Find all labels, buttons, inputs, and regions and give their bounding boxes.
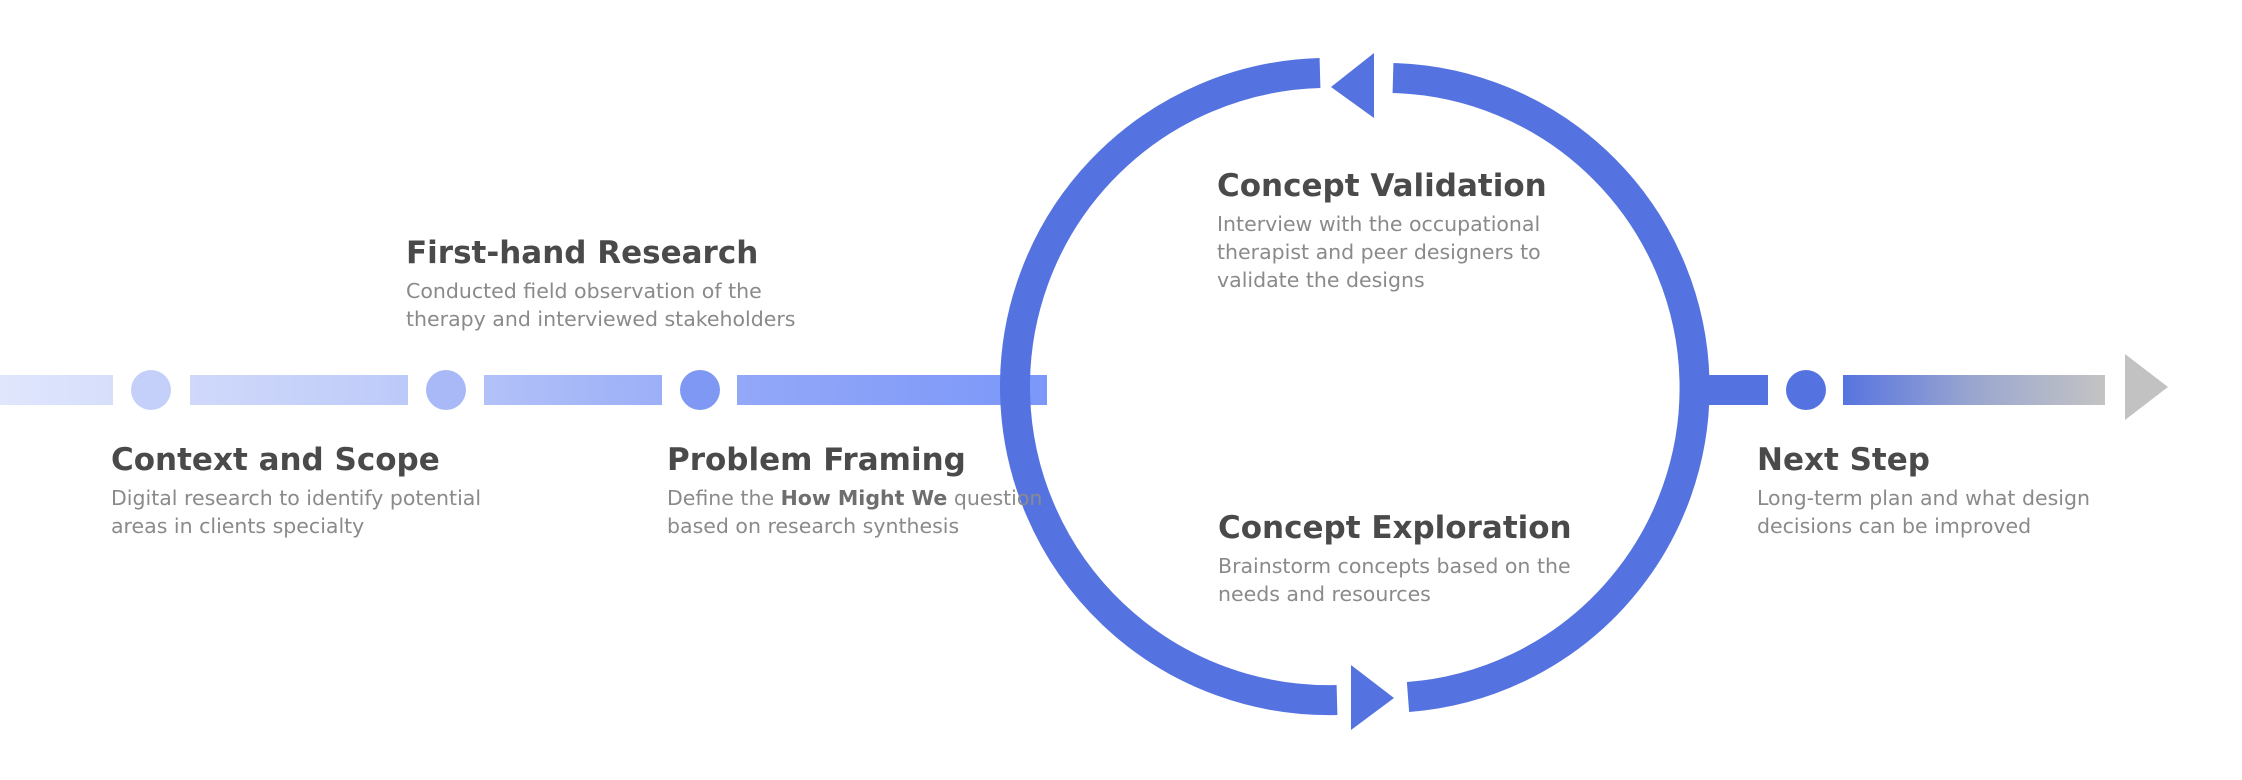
stage-problem-framing: Problem Framing Define the How Might We …	[667, 440, 1042, 540]
description-line: therapy and interviewed stakeholders	[406, 307, 796, 331]
milestone-dot-framing	[680, 370, 720, 410]
timeline-segment	[190, 375, 408, 405]
description-line: Conducted field observation of the	[406, 279, 762, 303]
milestone-dot-context	[131, 370, 171, 410]
stage-title: Context and Scope	[111, 442, 440, 478]
loop-arc-left	[999, 58, 1338, 716]
description-text: question	[947, 486, 1043, 510]
stage-concept-exploration: Concept Exploration Brainstorm concepts …	[1218, 508, 1572, 608]
milestone-dot-next	[1786, 370, 1826, 410]
description-line: areas in clients specialty	[111, 514, 365, 538]
end-arrow-icon	[2125, 354, 2168, 420]
stage-title: Next Step	[1757, 442, 1930, 478]
description-line: Brainstorm concepts based on the	[1218, 554, 1571, 578]
stage-description: Digital research to identify potential a…	[111, 484, 481, 540]
stage-title: Problem Framing	[667, 442, 966, 478]
stage-title: First-hand Research	[406, 235, 759, 271]
description-line: Define the How Might We question	[667, 484, 1042, 512]
description-line: Digital research to identify potential	[111, 486, 482, 510]
stage-title: Concept Validation	[1217, 168, 1547, 204]
iteration-loop	[999, 53, 1710, 730]
description-text: Define the	[667, 486, 781, 510]
loop-arrow-bottom-icon	[1351, 665, 1394, 730]
description-line: Long-term plan and what design	[1757, 486, 2090, 510]
stage-first-hand-research: First-hand Research Conducted field obse…	[406, 233, 796, 333]
how-might-we-emphasis: How Might We	[780, 486, 948, 510]
stage-description: Interview with the occupational therapis…	[1217, 210, 1547, 294]
milestone-dot-research	[426, 370, 466, 410]
stage-description: Conducted field observation of the thera…	[406, 277, 796, 333]
tail-line	[1843, 375, 2105, 405]
timeline-segment	[484, 375, 662, 405]
stage-context-and-scope: Context and Scope Digital research to id…	[111, 440, 481, 540]
description-line: needs and resources	[1218, 582, 1431, 606]
description-line: decisions can be improved	[1757, 514, 2032, 538]
connector-line	[1690, 375, 1768, 405]
timeline-line	[0, 375, 1047, 405]
stage-description: Define the How Might We question based o…	[667, 484, 1042, 540]
description-line: based on research synthesis	[667, 514, 960, 538]
stage-title: Concept Exploration	[1218, 510, 1572, 546]
stage-description: Long-term plan and what design decisions…	[1757, 484, 2090, 540]
stage-concept-validation: Concept Validation Interview with the oc…	[1217, 166, 1547, 294]
timeline-segment	[0, 375, 113, 405]
timeline-segment	[737, 375, 1047, 405]
description-line: therapist and peer designers to	[1217, 240, 1541, 264]
description-line: validate the designs	[1217, 268, 1425, 292]
stage-description: Brainstorm concepts based on the needs a…	[1218, 552, 1572, 608]
loop-arrow-top-icon	[1331, 53, 1374, 118]
description-line: Interview with the occupational	[1217, 212, 1541, 236]
stage-next-step: Next Step Long-term plan and what design…	[1757, 440, 2090, 540]
